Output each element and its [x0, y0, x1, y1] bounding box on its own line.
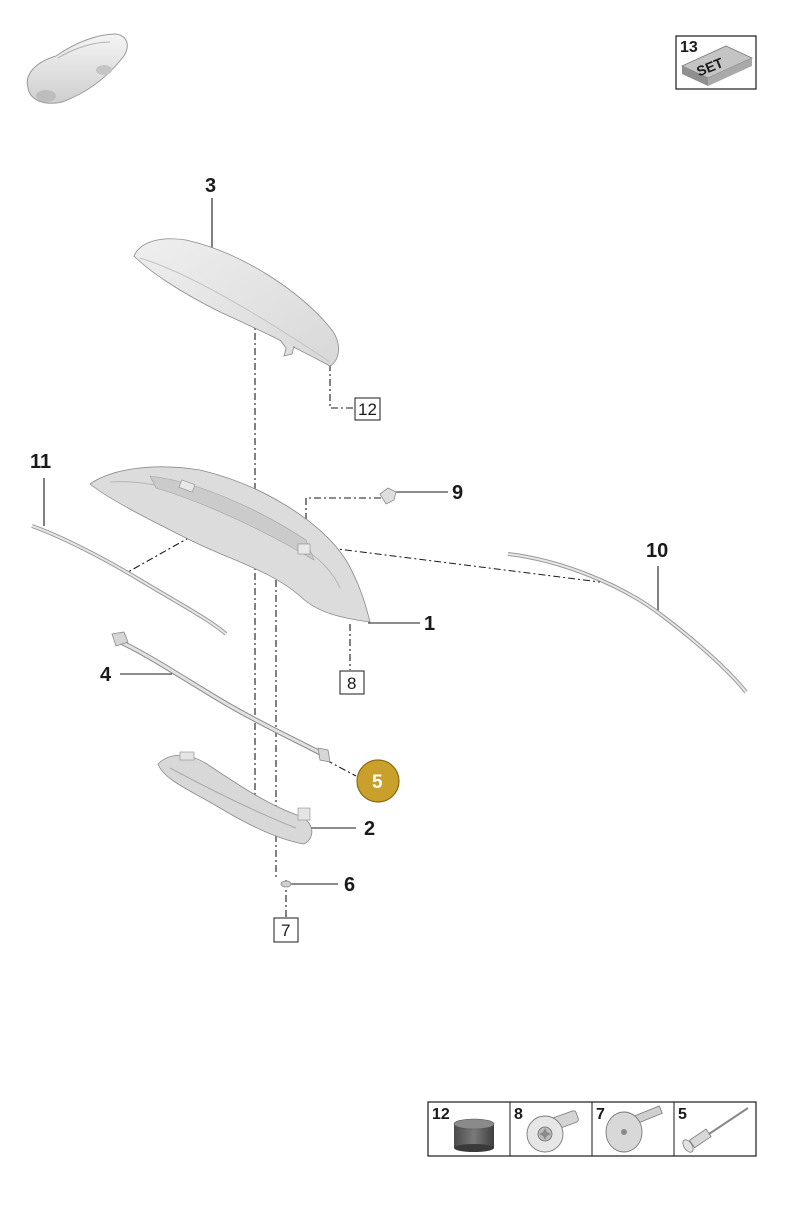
- right-seal-strip-part: [507, 552, 748, 694]
- callout-6: 6: [344, 874, 355, 896]
- cap-icon: [453, 1118, 495, 1152]
- legend-number-5: 5: [678, 1106, 687, 1123]
- rear-lid-panel-part: [89, 466, 371, 623]
- torx-screw-icon: [526, 1110, 579, 1153]
- hardware-legend: 12 8 7: [427, 1101, 757, 1157]
- legend-cell-5: 5: [678, 1106, 749, 1153]
- set-badge: 13 SET: [675, 35, 757, 90]
- drive-unit-part: [157, 751, 313, 845]
- legend-number-7: 7: [596, 1106, 605, 1123]
- clip-part: [379, 487, 397, 505]
- blind-rivet-icon: [682, 1107, 749, 1153]
- legend-cell-7: 7: [596, 1105, 663, 1153]
- left-seal-strip-part: [31, 524, 228, 636]
- callout-5: 5: [372, 772, 383, 793]
- boxed-label-7-text: 7: [281, 921, 290, 940]
- set-badge-number: 13: [680, 39, 698, 56]
- boxed-label-8-text: 8: [347, 674, 356, 693]
- rivet-nut-icon: [605, 1105, 663, 1153]
- legend-number-12: 12: [432, 1106, 450, 1123]
- legend-number-8: 8: [514, 1106, 523, 1123]
- boxed-label-12-text: 12: [358, 400, 377, 419]
- callout-3: 3: [205, 175, 216, 197]
- cable-part: [111, 631, 331, 763]
- boxed-label-8: 8: [339, 670, 365, 695]
- legend-cell-12: 12: [432, 1106, 495, 1152]
- car-thumbnail-icon: [26, 33, 128, 104]
- callout-11: 11: [30, 451, 51, 473]
- legend-cell-8: 8: [514, 1106, 579, 1153]
- small-screw-part: [280, 880, 292, 888]
- spoiler-part: [133, 238, 339, 367]
- boxed-label-7: 7: [273, 917, 299, 943]
- callout-1: 1: [424, 613, 435, 635]
- callout-10: 10: [646, 540, 668, 562]
- leader-lines: [43, 198, 659, 885]
- callout-4: 4: [100, 664, 112, 686]
- highlighted-callout-5[interactable]: 5: [356, 759, 400, 803]
- boxed-label-12: 12: [354, 397, 381, 421]
- callout-2: 2: [364, 818, 375, 840]
- callout-9: 9: [452, 482, 463, 504]
